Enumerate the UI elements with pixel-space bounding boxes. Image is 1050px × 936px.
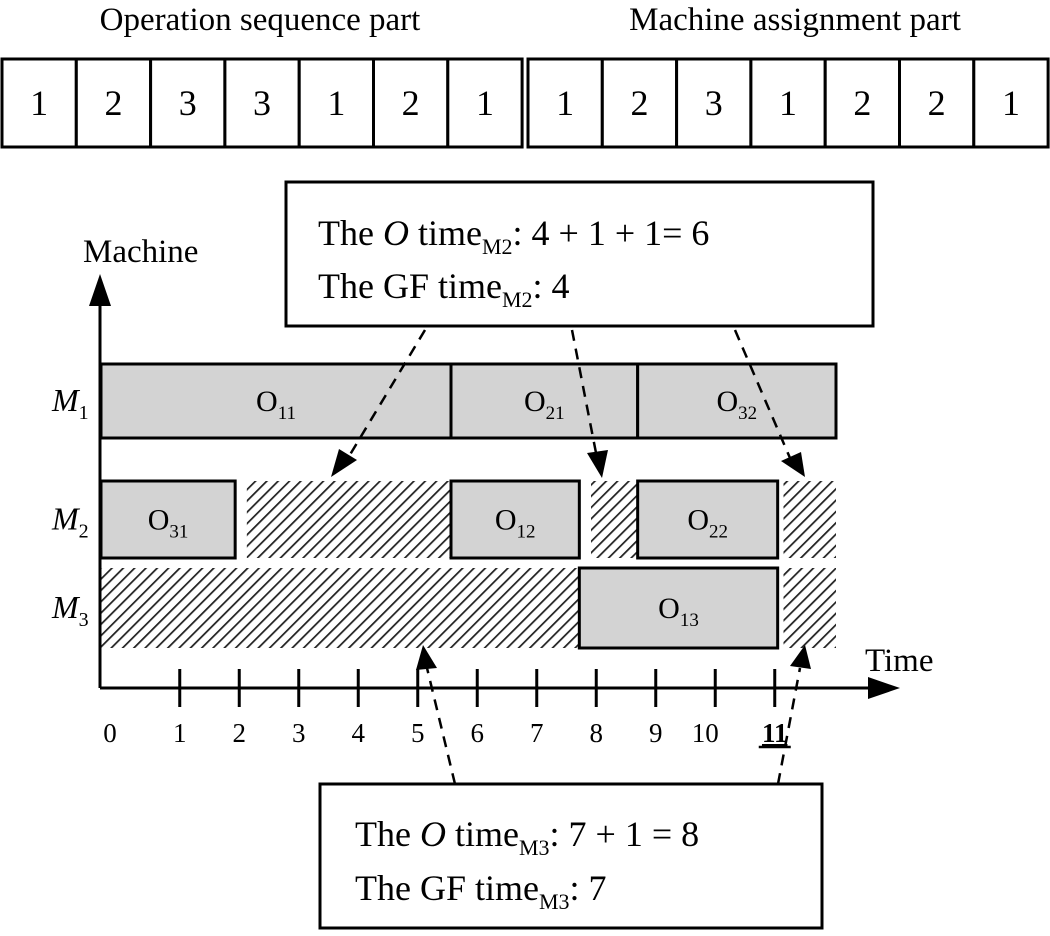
os-cell-3 xyxy=(149,57,227,149)
operation-block-o13 xyxy=(577,566,780,650)
os-cell-1 xyxy=(0,57,78,149)
pointer-m3-idle-b xyxy=(776,667,802,785)
operation-block-o32 xyxy=(636,362,838,440)
tick-label: 11 xyxy=(762,718,788,748)
os-cell-value: 1 xyxy=(30,83,48,123)
callout-m3-line1: The O timeM3: 7 + 1 = 8 xyxy=(355,814,699,860)
tick-label: 7 xyxy=(530,718,544,748)
os-cell-value: 3 xyxy=(179,83,197,123)
tick-label: 1 xyxy=(173,718,187,748)
callout-m2: The O timeM2: 4 + 1 + 1= 6 The GF timeM2… xyxy=(284,180,875,328)
ma-cell-7 xyxy=(972,57,1050,149)
idle-periods xyxy=(101,481,836,648)
os-cell-value: 2 xyxy=(104,83,122,123)
tick-label: 5 xyxy=(411,718,425,748)
ma-cell-value: 2 xyxy=(928,83,946,123)
operation-label-o13: O13 xyxy=(658,592,699,631)
pointer-m3-idle-b-arrow-icon xyxy=(790,645,811,669)
callout-arrowheads xyxy=(331,449,811,670)
tick-label: 3 xyxy=(292,718,306,748)
operation-label-o11: O11 xyxy=(256,385,296,424)
os-cell-2 xyxy=(74,57,153,149)
operation-block-o31 xyxy=(99,479,237,560)
os-cell-5 xyxy=(297,57,376,149)
ma-cell-value: 2 xyxy=(853,83,871,123)
ma-cell-6 xyxy=(898,57,976,149)
ma-cell-value: 1 xyxy=(556,83,574,123)
x-axis-arrow-icon xyxy=(868,677,900,699)
ma-cell-value: 3 xyxy=(705,83,723,123)
callout-m3-line2: The GF timeM3: 7 xyxy=(355,868,607,914)
ma-cell-value: 2 xyxy=(630,83,648,123)
os-cell-value: 3 xyxy=(253,83,271,123)
callout-m2-line1: The O timeM2: 4 + 1 + 1= 6 xyxy=(318,213,709,259)
tick-label: 6 xyxy=(471,718,485,748)
operation-sequence-header: Operation sequence part xyxy=(100,2,421,38)
ma-cell-5 xyxy=(823,57,902,149)
pointer-m2-idle-c xyxy=(733,329,792,459)
callout-m2-box xyxy=(284,180,875,328)
operation-block-o12 xyxy=(449,479,581,560)
idle-block xyxy=(783,568,836,648)
operation-block-o22 xyxy=(636,479,780,560)
machine-label-m1: M1 xyxy=(51,382,89,424)
operation-sequence-cells: 1 2 3 3 1 2 1 xyxy=(0,57,524,149)
tick-label: 2 xyxy=(233,718,247,748)
tick-label: 0 xyxy=(103,718,117,748)
operation-label-o22: O22 xyxy=(687,504,728,543)
pointer-m2-idle-a-arrow-icon xyxy=(331,449,357,477)
os-cell-value: 1 xyxy=(476,83,494,123)
pointer-m2-idle-b xyxy=(570,329,599,459)
x-axis-label: Time xyxy=(865,643,933,679)
operation-label-o31: O31 xyxy=(148,504,189,543)
ma-cell-1 xyxy=(526,57,604,149)
pointer-m2-idle-b-arrow-icon xyxy=(587,450,608,478)
pointer-m3-idle-a xyxy=(425,667,457,785)
pointer-m2-idle-a xyxy=(346,329,427,459)
callout-m2-line2: The GF timeM2: 4 xyxy=(318,266,570,312)
tick-label: 8 xyxy=(590,718,604,748)
ma-cell-value: 1 xyxy=(779,83,797,123)
operation-label-o32: O32 xyxy=(716,385,757,424)
operation-label-o12: O12 xyxy=(495,504,536,543)
idle-block xyxy=(246,481,451,558)
ma-cell-2 xyxy=(600,57,679,149)
idle-block xyxy=(783,481,836,558)
idle-block xyxy=(101,568,580,648)
pointer-m3-idle-a-arrow-icon xyxy=(416,645,437,670)
callout-m3: The O timeM3: 7 + 1 = 8 The GF timeM3: 7 xyxy=(318,782,824,930)
operation-label-o21: O21 xyxy=(524,385,565,424)
operation-block-o21 xyxy=(449,362,640,440)
machine-label-m2: M2 xyxy=(51,501,89,543)
ma-cell-value: 1 xyxy=(1002,83,1020,123)
machine-assignment-cells: 1 2 3 1 2 2 1 xyxy=(526,57,1050,149)
ma-cell-3 xyxy=(675,57,753,149)
os-cell-7 xyxy=(446,57,524,149)
tick-label: 10 xyxy=(692,718,719,748)
time-ticks: 0 1 2 3 4 5 6 7 8 9 10 11 xyxy=(103,669,791,749)
pointer-m2-idle-c-arrow-icon xyxy=(781,452,805,477)
machine-label-m3: M3 xyxy=(51,589,89,631)
os-cell-value: 2 xyxy=(402,83,420,123)
y-axis-label: Machine xyxy=(83,234,198,270)
y-axis-arrow-icon xyxy=(89,274,111,306)
os-cell-value: 1 xyxy=(327,83,345,123)
os-cell-6 xyxy=(372,57,450,149)
tick-label: 9 xyxy=(649,718,663,748)
idle-block xyxy=(591,481,638,558)
machine-assignment-header: Machine assignment part xyxy=(629,2,961,38)
callout-pointers xyxy=(346,329,802,785)
callout-m3-box xyxy=(318,782,824,930)
tick-label: 4 xyxy=(352,718,366,748)
